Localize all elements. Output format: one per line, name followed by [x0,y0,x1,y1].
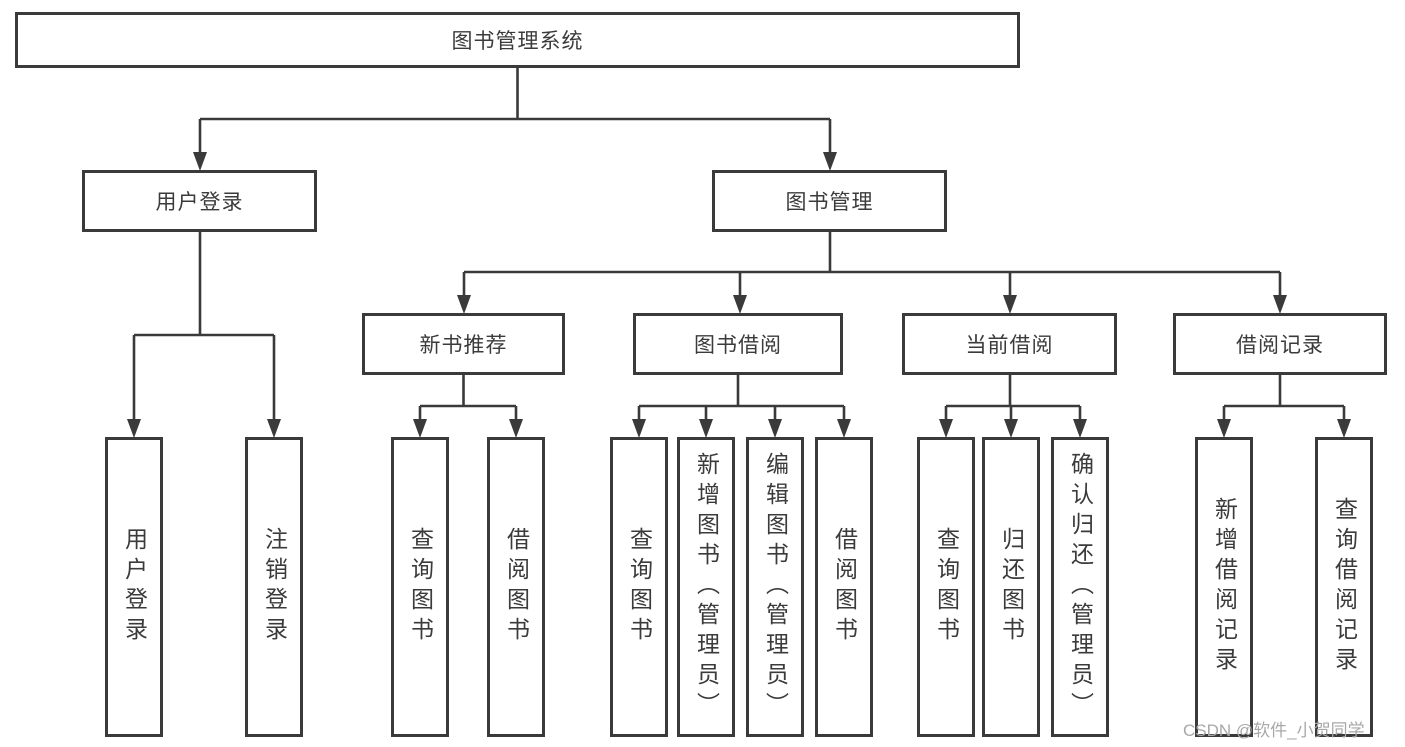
leaf-add-book-admin: 新增图书（管理员） [677,437,735,737]
leaf-add-borrow-record: 新增借阅记录 [1195,437,1253,737]
leaf-query-books-borrowing: 查询图书 [610,437,668,737]
leaf-edit-book-admin: 编辑图书（管理员） [746,437,804,737]
node-current-borrowing: 当前借阅 [902,313,1117,375]
csdn-watermark: CSDN @软件_小贺同学 [1183,721,1365,740]
node-library-management-system: 图书管理系统 [15,12,1020,68]
node-user-login: 用户登录 [82,170,317,232]
leaf-query-books-current: 查询图书 [917,437,975,737]
node-book-borrowing: 图书借阅 [633,313,843,375]
leaf-user-login: 用户登录 [105,437,163,737]
leaf-logout: 注销登录 [245,437,303,737]
node-book-management: 图书管理 [712,170,947,232]
node-borrowing-records: 借阅记录 [1173,313,1387,375]
leaf-borrow-books-recommend: 借阅图书 [487,437,545,737]
leaf-return-books: 归还图书 [982,437,1040,737]
leaf-borrow-books-borrowing: 借阅图书 [815,437,873,737]
node-new-book-recommendation: 新书推荐 [362,313,565,375]
leaf-query-books-recommend: 查询图书 [391,437,449,737]
leaf-confirm-return-admin: 确认归还（管理员） [1051,437,1109,737]
leaf-query-borrow-record: 查询借阅记录 [1315,437,1373,737]
